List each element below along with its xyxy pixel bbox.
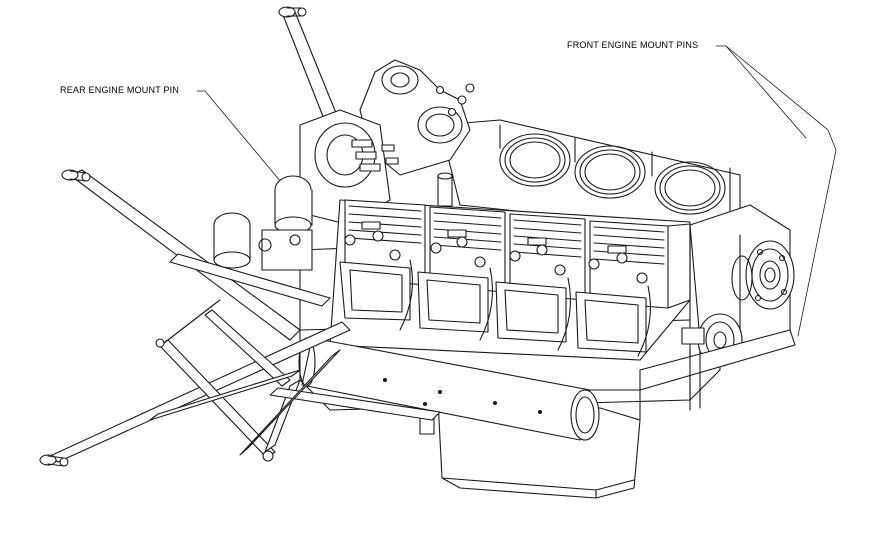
cylinder-head-4 <box>575 220 669 357</box>
front-engine-mount-pins-label: FRONT ENGINE MOUNT PINS <box>567 40 699 50</box>
front-pulley <box>731 240 795 310</box>
rear-bellhousing <box>299 109 399 226</box>
rear-mount-rod <box>278 6 339 125</box>
oil-filler <box>437 172 453 207</box>
far-cylinder-bank <box>439 119 741 236</box>
mount-frame <box>39 169 441 467</box>
cylinder-head-3 <box>495 213 586 351</box>
rear-engine-mount-pin-label: REAR ENGINE MOUNT PIN <box>60 85 180 95</box>
cylinder-head-1 <box>339 199 426 331</box>
leader-lines <box>196 45 837 337</box>
cylinder-head-2 <box>417 206 506 341</box>
side-rail <box>639 329 796 411</box>
near-cylinder-bank <box>329 199 691 361</box>
exhaust-tube <box>298 337 600 441</box>
rear-magnetos <box>213 175 313 271</box>
